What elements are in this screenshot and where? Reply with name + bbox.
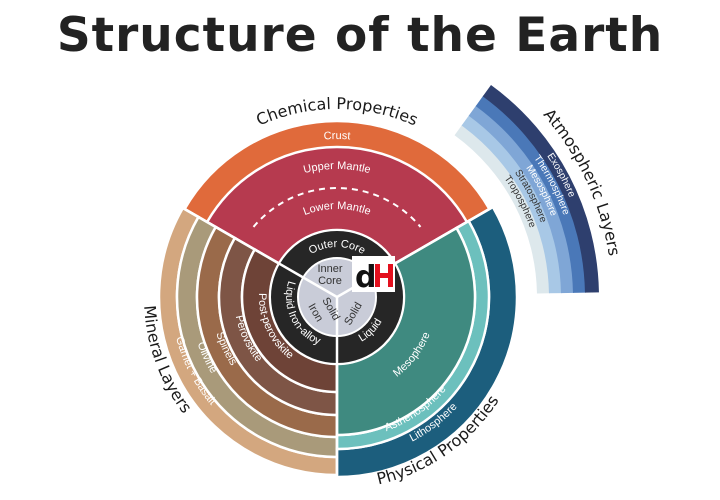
atm-mesosphere-band: [468, 105, 574, 294]
logo-h-mark: [375, 264, 393, 287]
divider-line: [182, 206, 338, 299]
thermosphere-band: [475, 95, 586, 293]
inner-core-label-line2: Core: [318, 275, 342, 287]
dh-logo: d: [352, 256, 395, 295]
atmosphere-wedge: [454, 85, 599, 294]
outer-core-label: Outer Core: [307, 238, 367, 257]
mantle-divider-dashed: [252, 187, 422, 228]
crust-label: Crust: [323, 130, 351, 143]
logo-d: d: [355, 260, 376, 295]
page-title: Structure of the Earth: [56, 8, 664, 63]
exosphere-band: [482, 85, 599, 293]
inner-core-label-line1: Inner: [317, 263, 342, 275]
